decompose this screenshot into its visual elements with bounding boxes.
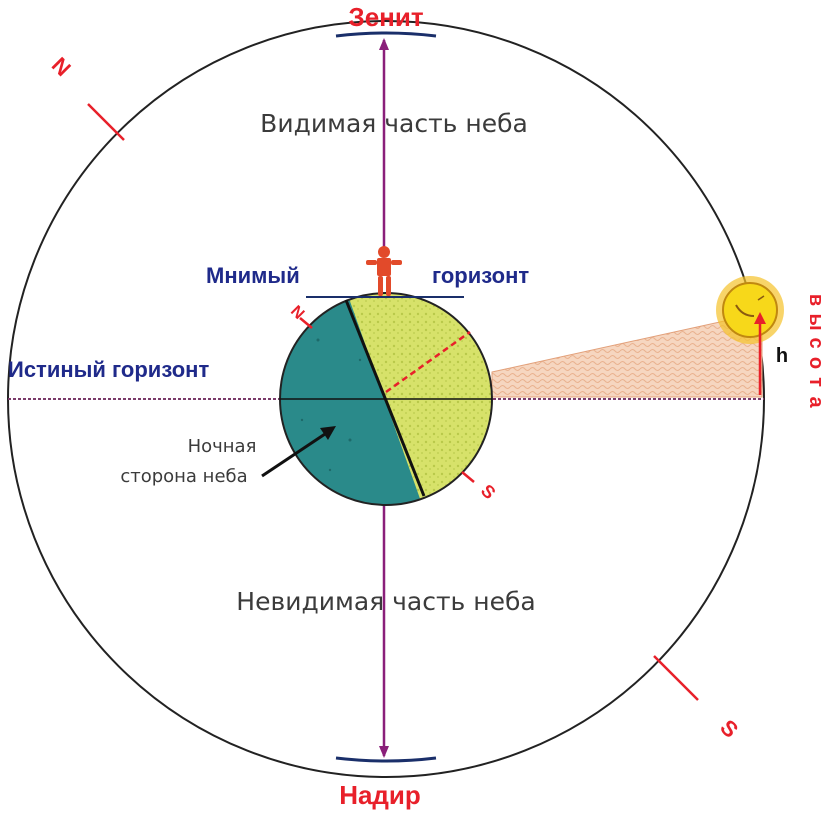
sun-direction-line — [385, 330, 471, 394]
north-earth-label: N — [287, 303, 307, 323]
svg-text:с: с — [805, 337, 827, 348]
nadir-arrowhead — [379, 746, 389, 758]
zenith-arrowhead — [379, 38, 389, 50]
svg-text:т: т — [805, 377, 827, 387]
observer-figure-icon — [366, 246, 402, 296]
north-pole-marker — [87, 103, 125, 141]
true-horizon-label: Истиный горизонт — [8, 357, 209, 382]
south-pole-marker — [653, 655, 699, 701]
svg-text:ы: ы — [805, 313, 827, 330]
altitude-symbol: h — [776, 345, 788, 367]
night-side-label-line2: сторона неба — [120, 466, 247, 487]
zenith-mark — [335, 31, 437, 38]
svg-text:в: в — [805, 294, 827, 306]
svg-text:а: а — [805, 396, 827, 408]
south-earth-label: S — [477, 480, 500, 503]
south-outer-label: S — [715, 715, 743, 743]
altitude-arrowhead — [754, 312, 766, 324]
night-side-label-line1: Ночная — [188, 436, 257, 457]
sunlight-band — [491, 317, 763, 398]
earth-south-marker — [461, 471, 475, 483]
visible-sky-label: Видимая часть неба — [260, 109, 528, 138]
terminator-line — [344, 299, 426, 497]
svg-text:о: о — [805, 357, 827, 369]
apparent-horizon-label-left: Мнимый — [206, 263, 300, 288]
apparent-horizon-label-right: горизонт — [432, 263, 529, 288]
earth-north-marker — [299, 317, 313, 329]
invisible-sky-label: Невидимая часть неба — [236, 587, 535, 616]
sun-icon — [716, 276, 784, 344]
nadir-mark — [335, 756, 437, 763]
nadir-label: Надир — [339, 780, 421, 810]
altitude-vertical-label: в ы с о т а — [805, 294, 827, 409]
zenith-label: Зенит — [348, 2, 423, 32]
night-side-pointer — [261, 430, 329, 478]
north-outer-label: N — [47, 52, 76, 81]
night-side-arrowhead — [320, 426, 336, 440]
